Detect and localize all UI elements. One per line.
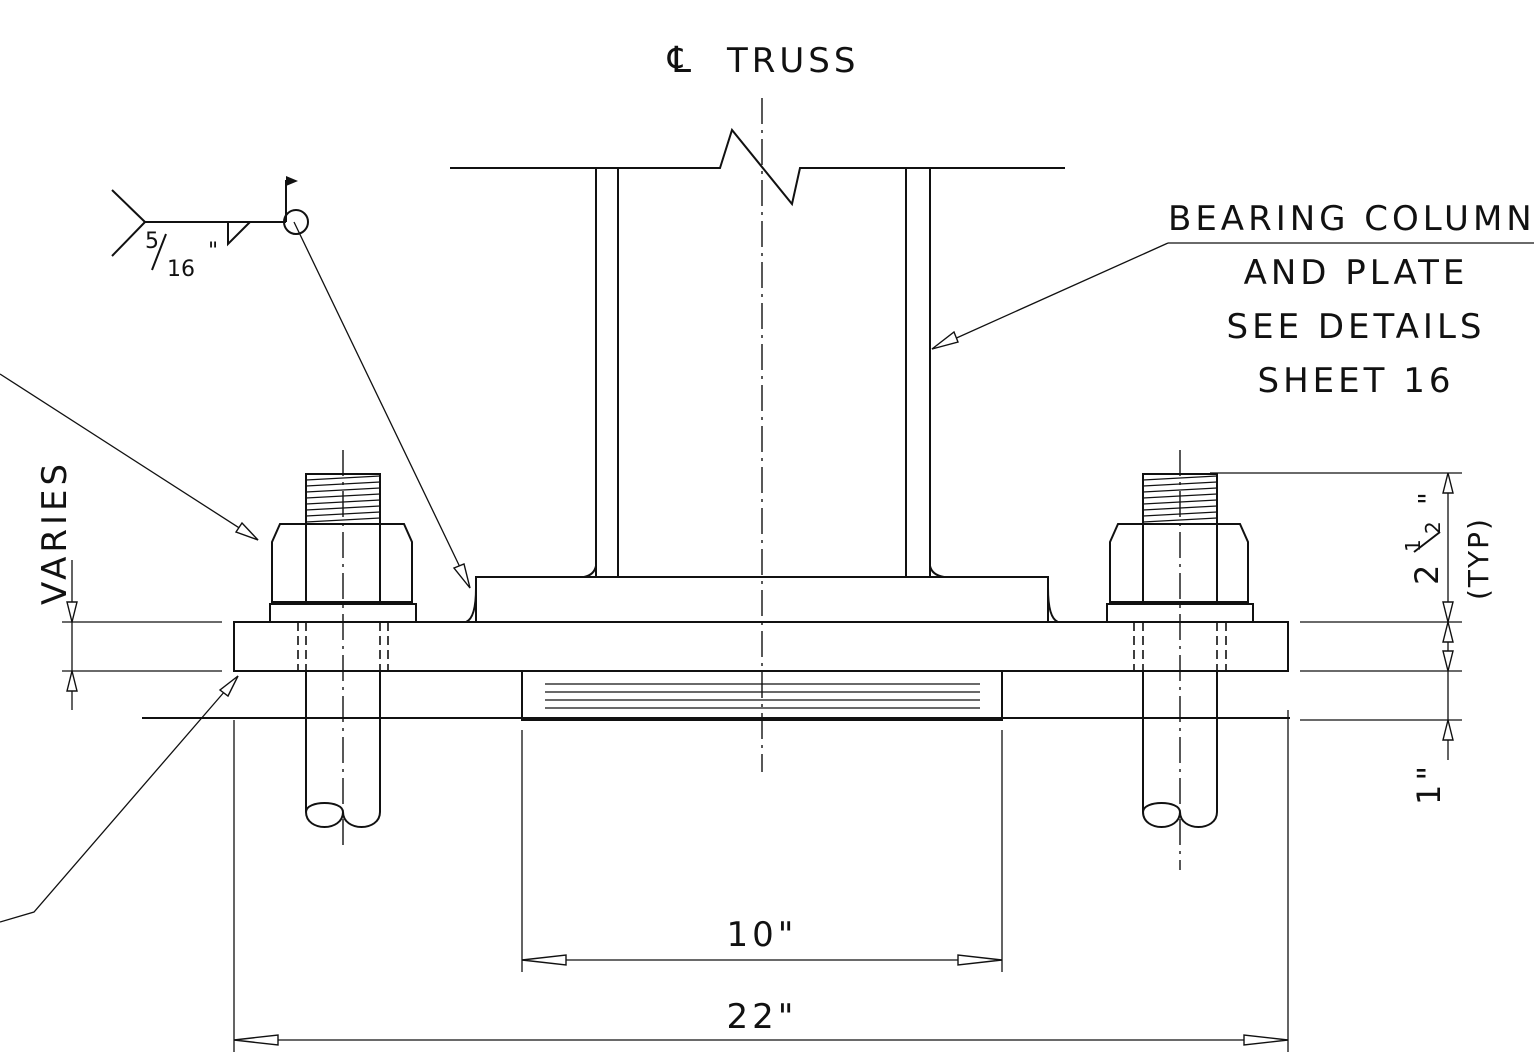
bearing-column	[450, 127, 1065, 578]
varies-dimension: VARIES	[35, 460, 222, 710]
weld-symbol: 5 16 "	[111, 176, 471, 589]
bolt-projection-denominator: 2	[1421, 521, 1445, 534]
anchor-bolt-left	[269, 450, 417, 850]
centerline-symbol: ℄	[667, 40, 695, 81]
thickness-one-inch: 1"	[1410, 762, 1448, 805]
varies-label: VARIES	[35, 460, 75, 605]
weld-flag-icon	[286, 176, 298, 186]
callout-line-2: AND PLATE	[1244, 253, 1469, 293]
right-dimensions: 2 1 2 " (TYP) 1"	[1210, 472, 1495, 805]
bolt-projection-typ: (TYP)	[1462, 517, 1495, 600]
plate-leader	[0, 675, 239, 923]
weld-size-denominator: 16	[167, 257, 195, 282]
callout-line-4: SHEET 16	[1258, 361, 1455, 401]
truss-centerline: ℄ TRUSS	[667, 40, 859, 772]
masonry-plate	[233, 621, 1289, 672]
anchor-bolt-right	[1106, 450, 1254, 870]
weld-size-numerator: 5	[145, 229, 159, 254]
centerline-label: TRUSS	[726, 41, 859, 81]
bolt-projection-whole: 2	[1408, 563, 1446, 585]
callout-line-1: BEARING COLUMN	[1168, 199, 1534, 239]
nut-leader	[0, 373, 259, 541]
callout-line-3: SEE DETAILS	[1227, 307, 1486, 347]
bolt-projection-inch-mark: "	[1412, 488, 1445, 505]
bearing-pad	[521, 670, 1003, 721]
bearing-column-callout: BEARING COLUMN AND PLATE SEE DETAILS SHE…	[931, 199, 1534, 401]
weld-size-inch-mark: "	[208, 239, 222, 264]
dim-22-inch: 22"	[233, 710, 1289, 1052]
dim-10-label: 10"	[727, 915, 798, 955]
dim-22-label: 22"	[727, 997, 798, 1037]
dim-10-inch: 10"	[521, 730, 1003, 972]
